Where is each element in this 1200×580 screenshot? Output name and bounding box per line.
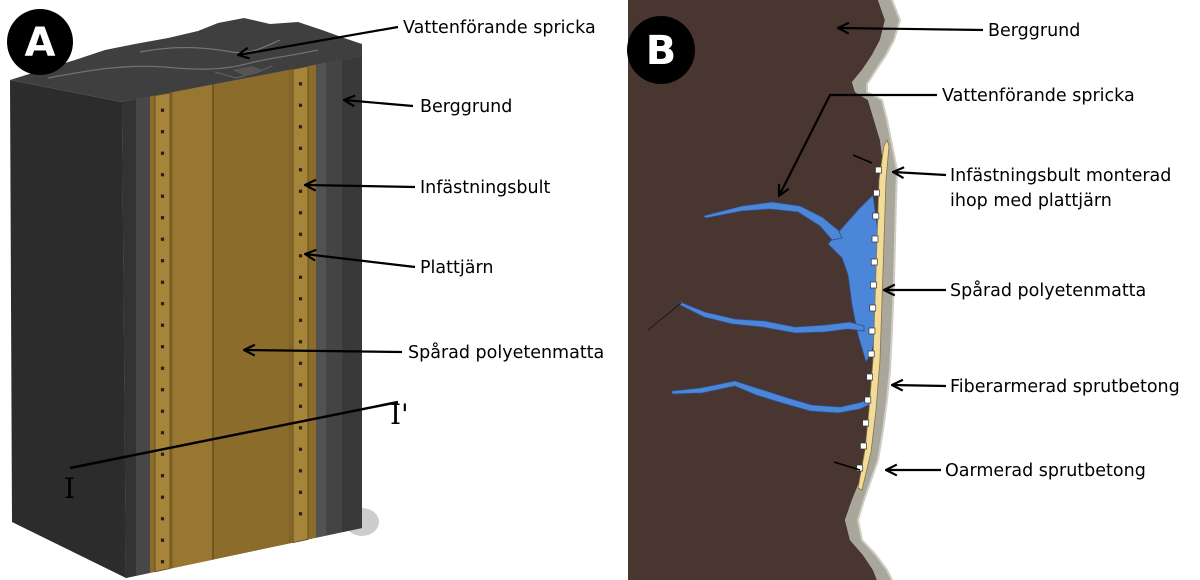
label-mat-a: Spårad polyetenmatta xyxy=(408,342,604,363)
bolt-plate xyxy=(870,305,876,311)
bolt xyxy=(299,168,302,171)
bolt xyxy=(161,216,164,219)
bolt xyxy=(161,109,164,112)
bolt xyxy=(161,517,164,520)
bolt-plate xyxy=(871,282,877,288)
bolt-plate xyxy=(872,236,878,242)
section-start-label: I xyxy=(64,472,75,505)
bedrock-band xyxy=(136,97,150,576)
panel-b: B Berggrund Vattenförande spricka Infäst… xyxy=(627,0,1180,580)
bolt xyxy=(161,388,164,391)
bolt xyxy=(161,496,164,499)
arrow-fiber-shotcrete xyxy=(892,385,946,386)
bolt xyxy=(299,233,302,236)
bolt-plate xyxy=(860,443,866,449)
label-flat-iron-a: Plattjärn xyxy=(420,258,493,278)
label-fiber-shotcrete: Fiberarmerad sprutbetong xyxy=(950,377,1180,397)
label-bedrock-a: Berggrund xyxy=(420,97,512,117)
arrow-bolt-b xyxy=(893,172,946,175)
bolt xyxy=(299,512,302,515)
bolt xyxy=(161,539,164,542)
bolt-plate xyxy=(865,397,871,403)
bedrock-band xyxy=(342,56,362,532)
label-bolt-a: Infästningsbult xyxy=(420,178,550,198)
bolt-plate xyxy=(874,190,880,196)
label-crack-b: Vattenförande spricka xyxy=(942,86,1135,106)
bolt xyxy=(299,426,302,429)
bolt xyxy=(161,281,164,284)
bolt xyxy=(161,302,164,305)
bolt-plate xyxy=(875,167,881,173)
bolt xyxy=(161,474,164,477)
bolt xyxy=(299,491,302,494)
section-end-label: I' xyxy=(390,398,409,431)
bolt-plate xyxy=(873,213,879,219)
label-bolt-b-line1: Infästningsbult monterad xyxy=(950,166,1171,186)
panel-a-badge-letter: A xyxy=(25,20,56,66)
bolt xyxy=(161,195,164,198)
bolt xyxy=(161,173,164,176)
bolt xyxy=(161,345,164,348)
panel-b-badge-letter: B xyxy=(646,28,677,74)
bolt xyxy=(161,453,164,456)
bolt xyxy=(299,469,302,472)
bolt xyxy=(161,238,164,241)
bolt xyxy=(299,319,302,322)
bolt xyxy=(161,259,164,262)
bolt xyxy=(161,324,164,327)
bolt xyxy=(299,276,302,279)
bolt xyxy=(299,147,302,150)
label-plain-shotcrete: Oarmerad sprutbetong xyxy=(945,461,1146,481)
bolt xyxy=(161,130,164,133)
bolt xyxy=(299,362,302,365)
flat-iron-left xyxy=(155,93,170,572)
bolt xyxy=(299,190,302,193)
bolt xyxy=(299,448,302,451)
bedrock-band xyxy=(326,60,342,536)
bolt-plate xyxy=(869,328,875,334)
label-bolt-b-line2: ihop med plattjärn xyxy=(950,191,1112,211)
bolt xyxy=(299,254,302,257)
bedrock-band xyxy=(316,63,326,538)
panel-a: I I' A Vattenförande spricka Berggrund I… xyxy=(7,9,604,578)
bolt xyxy=(161,410,164,413)
bolt xyxy=(299,297,302,300)
bolt xyxy=(299,82,302,85)
bolt xyxy=(299,125,302,128)
bolt xyxy=(299,405,302,408)
bolt-plate xyxy=(868,351,874,357)
bolt-plate xyxy=(871,259,877,265)
label-crack-a: Vattenförande spricka xyxy=(403,18,596,38)
bolt xyxy=(161,560,164,563)
bedrock-section xyxy=(628,0,885,580)
bolt xyxy=(299,383,302,386)
label-bedrock-b: Berggrund xyxy=(988,21,1080,41)
bolt xyxy=(299,104,302,107)
bolt xyxy=(161,431,164,434)
bolt xyxy=(299,340,302,343)
bolt-plate xyxy=(863,420,869,426)
bolt-plate xyxy=(867,374,873,380)
polyethylene-mat-sheet xyxy=(172,85,213,569)
bolt xyxy=(299,211,302,214)
label-mat-b: Spårad polyetenmatta xyxy=(950,280,1146,301)
bolt xyxy=(161,152,164,155)
bolt xyxy=(161,367,164,370)
